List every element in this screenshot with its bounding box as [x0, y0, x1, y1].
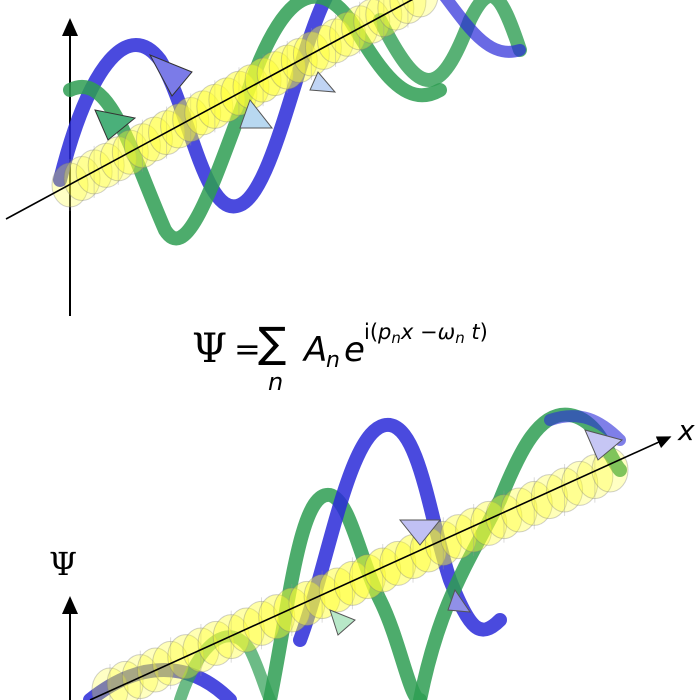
- top-blue-ribbon: [53, 0, 333, 214]
- tube-disc: [500, 487, 538, 533]
- tube-disc: [576, 454, 614, 500]
- tube-disc: [364, 547, 402, 593]
- formula-amplitude-index: n: [326, 348, 340, 373]
- tube-disc: [258, 594, 296, 640]
- arrowhead-icon: [329, 609, 356, 636]
- tube-disc: [470, 500, 508, 546]
- arrowhead-icon: [239, 98, 274, 129]
- tube-disc: [485, 494, 523, 540]
- exp-omega-index: n: [455, 329, 465, 347]
- arrowhead-icon: [398, 519, 442, 546]
- exp-p: p: [378, 320, 392, 344]
- exp-minus: −: [413, 320, 438, 344]
- bottom-blue-ribbon-2: [293, 418, 507, 647]
- wave-superposition-formula: Ψ = ∑ n A n e i(pnx −ωn t): [192, 316, 532, 396]
- bottom-blue-ribbon-3: [544, 410, 626, 446]
- tube-disc: [377, 0, 415, 31]
- formula-psi: Ψ: [192, 326, 228, 372]
- bottom-green-ribbon-1: [263, 488, 427, 700]
- vertical-axis-label: Ψ: [49, 545, 78, 583]
- tube-disc: [515, 480, 553, 526]
- bottom-green-ribbon-3: [174, 630, 276, 700]
- tube-disc: [530, 474, 568, 520]
- formula-amplitude: A: [304, 330, 328, 370]
- tube-disc: [424, 520, 462, 566]
- formula-sum-sign: ∑: [258, 318, 287, 367]
- tube-disc: [561, 460, 599, 506]
- horizontal-axis-label: x: [678, 414, 695, 447]
- exp-x: x: [400, 320, 414, 344]
- arrowhead-icon: [447, 588, 472, 613]
- tube-disc: [455, 507, 493, 553]
- tube-disc: [401, 0, 439, 18]
- tube-disc: [91, 667, 129, 700]
- exp-t: t: [471, 320, 480, 344]
- tube-disc: [379, 540, 417, 586]
- exp-i: i(: [364, 320, 379, 344]
- bottom-blue-ribbon-1: [83, 663, 237, 700]
- bottom-propagation-axis: [89, 436, 672, 700]
- bottom-green-ribbon-2: [413, 407, 627, 700]
- arrowhead-icon: [309, 71, 337, 93]
- formula-exponential-base: e: [344, 330, 365, 370]
- tube-disc: [365, 0, 403, 38]
- tube-disc: [106, 660, 144, 700]
- tube-disc: [546, 467, 584, 513]
- arrowhead-icon: [94, 109, 137, 141]
- formula-exponent: i(pnx −ωn t): [364, 320, 488, 347]
- top-propagation-axis: [5, 0, 414, 220]
- arrowhead-icon: [584, 429, 624, 461]
- exp-p-index: n: [391, 329, 401, 347]
- exp-close: ): [479, 320, 488, 344]
- formula-sum-index: n: [268, 368, 284, 396]
- bottom-wave-panel: [62, 407, 672, 700]
- top-blue-ribbon-2: [439, 0, 526, 58]
- formula-equals: =: [234, 330, 261, 368]
- top-wave-panel: [5, 0, 527, 316]
- tube-disc: [439, 514, 477, 560]
- tube-disc: [243, 600, 281, 646]
- tube-disc: [273, 587, 311, 633]
- exp-omega: ω: [437, 320, 456, 344]
- tube-disc: [227, 607, 265, 653]
- arrowhead-icon: [148, 54, 193, 97]
